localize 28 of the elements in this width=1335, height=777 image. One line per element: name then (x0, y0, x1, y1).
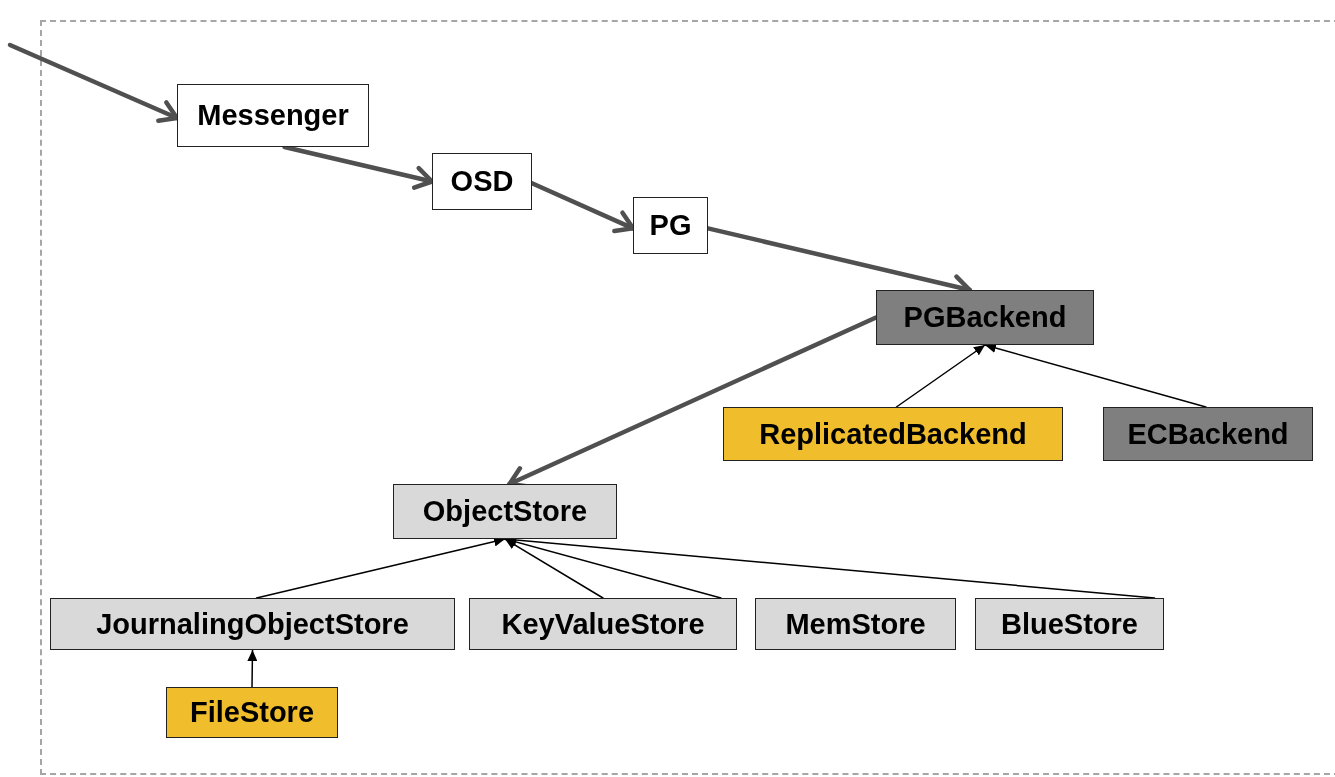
box-label: ReplicatedBackend (759, 417, 1027, 451)
class-box (723, 407, 1063, 461)
box-label: JournalingObjectStore (96, 607, 409, 641)
class-box (755, 598, 956, 650)
box-label: BlueStore (1001, 607, 1138, 641)
class-box (876, 290, 1094, 345)
box-label: FileStore (189, 696, 315, 729)
box-label: PGBackend (903, 301, 1067, 334)
box-label: PG (649, 209, 692, 242)
box-label: KeyValueStore (501, 607, 705, 641)
process-box (633, 197, 708, 254)
process-box (432, 153, 532, 210)
arrow (895, 344, 986, 408)
class-box (166, 687, 338, 738)
box-label: ECBackend (1127, 417, 1289, 451)
process-box (177, 84, 369, 147)
class-box (50, 598, 455, 650)
class-box (975, 598, 1164, 650)
arrow (504, 538, 604, 599)
box-label: ObjectStore (422, 495, 588, 528)
arrow (247, 649, 258, 688)
box-label: Messenger (197, 99, 349, 132)
box-label: OSD (450, 165, 514, 198)
class-box (469, 598, 737, 650)
class-box (1103, 407, 1313, 461)
class-box (393, 484, 617, 539)
arrow (984, 343, 1207, 408)
box-label: MemStore (785, 607, 926, 641)
